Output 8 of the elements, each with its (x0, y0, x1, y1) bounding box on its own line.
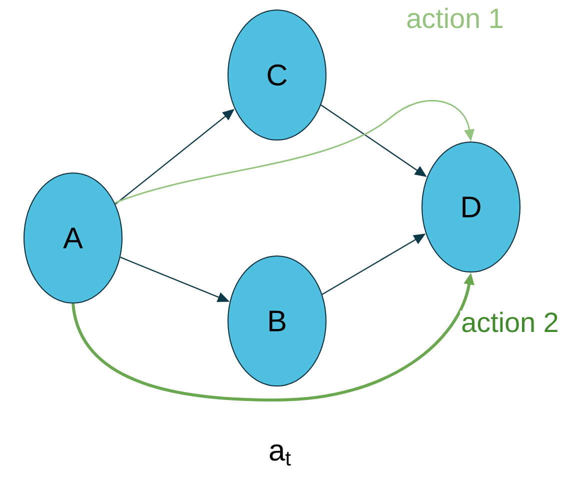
ellipse-node: C (228, 10, 326, 140)
edge-label: action 1 (405, 6, 505, 30)
curved-arrow (114, 100, 474, 204)
ellipse-node: B (228, 256, 326, 386)
ellipse-node: D (422, 142, 520, 272)
edge-label: action 2 (460, 310, 560, 334)
ellipse-node: A (24, 172, 122, 304)
caption: a$_{t}$ (270, 444, 291, 466)
